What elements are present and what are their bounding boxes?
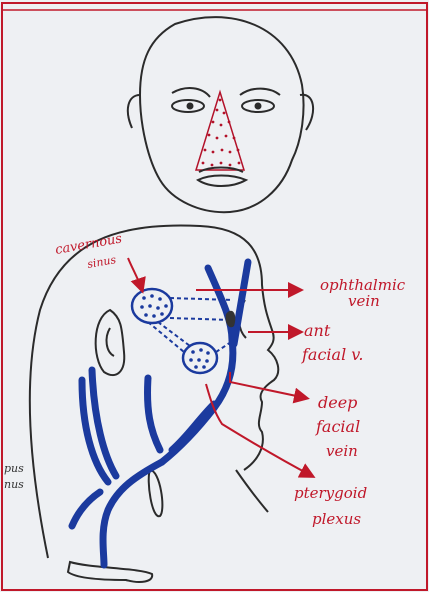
- right-pupil: [255, 103, 262, 110]
- vein-network: [72, 262, 248, 565]
- ophthalmic-vein-branch-1: [208, 268, 232, 340]
- deep-facial-label-line3: vein: [326, 442, 358, 460]
- deep-facial-label-line2: facial: [315, 417, 360, 436]
- left-brow: [172, 88, 210, 97]
- ear: [96, 310, 125, 375]
- deep-facial-label-line1: deep: [318, 393, 357, 412]
- pterygoid-label-line2: plexus: [312, 510, 361, 528]
- head-outline: [140, 17, 304, 212]
- pterygoid-plexus-cluster: [183, 343, 217, 373]
- cavernous-label-line2: sinus: [86, 253, 117, 271]
- edge-label-line1: pus: [4, 462, 24, 475]
- deep-facial-connection: [172, 404, 214, 450]
- cavernous-arrow: [128, 258, 142, 290]
- external-jugular-vein: [72, 492, 100, 526]
- ant-facial-label-line2: facial v.: [301, 345, 364, 364]
- right-brow: [240, 89, 280, 95]
- anterior-facial-vein: [162, 340, 233, 462]
- profile-outline: [30, 225, 278, 558]
- common-facial-vein: [103, 462, 162, 565]
- profile-head: [30, 225, 278, 582]
- ophthalmic-label-line2: vein: [348, 292, 380, 310]
- jaw-bone: [149, 470, 163, 516]
- left-pupil: [187, 103, 194, 110]
- clavicle: [68, 562, 152, 582]
- edge-label-line2: nus: [4, 478, 24, 491]
- ear-inner: [107, 328, 114, 356]
- top-head: [128, 17, 313, 212]
- cavernous-sinus: [132, 289, 172, 323]
- mouth: [198, 176, 246, 187]
- left-ear: [128, 95, 140, 128]
- chin-neck: [236, 470, 268, 512]
- ant-facial-label-line1: ant: [304, 321, 331, 340]
- retromandibular-vein: [148, 378, 161, 450]
- pterygoid-label-line1: pterygoid: [294, 484, 367, 502]
